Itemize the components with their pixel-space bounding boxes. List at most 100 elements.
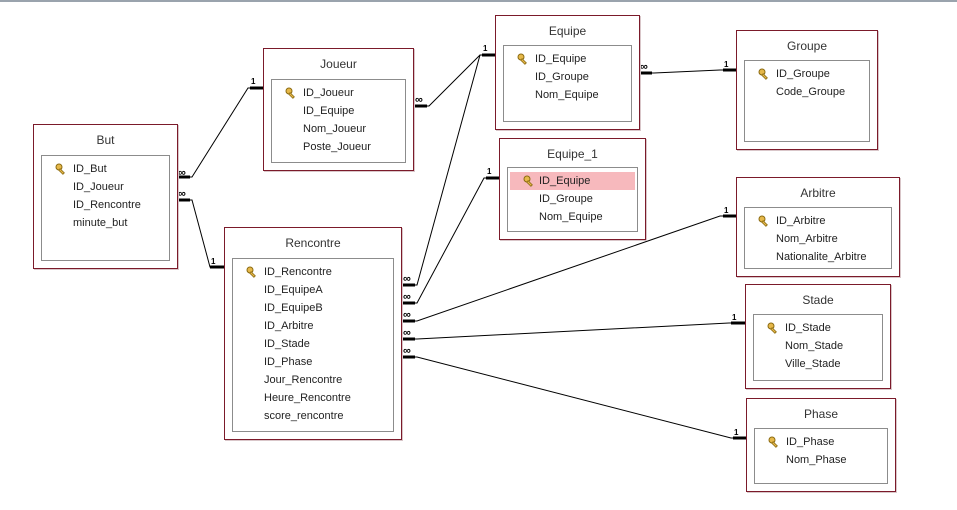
field-row[interactable]: Nom_Joueur <box>272 120 405 138</box>
field-list[interactable]: ID_Rencontre ID_EquipeA ID_EquipeB ID_Ar… <box>232 258 394 432</box>
one-label: 1 <box>211 257 216 266</box>
rel-rencontre-stade <box>401 322 745 340</box>
field-name: ID_Equipe <box>539 175 591 187</box>
field-row[interactable]: ID_Groupe <box>504 68 631 86</box>
field-row[interactable]: ID_Stade <box>754 319 882 337</box>
field-name: Heure_Rencontre <box>264 392 351 404</box>
field-name: ID_Phase <box>786 436 835 448</box>
rel-joueur-equipe <box>413 54 496 107</box>
field-name: ID_Groupe <box>776 68 830 80</box>
key-icon <box>768 436 778 448</box>
field-row[interactable]: Nom_Arbitre <box>745 230 891 248</box>
field-row[interactable]: ID_Phase <box>233 353 393 371</box>
field-name: ID_Equipe <box>303 105 355 117</box>
field-name: ID_Rencontre <box>264 266 332 278</box>
field-name: ID_Joueur <box>73 181 124 193</box>
field-row[interactable]: ID_Groupe <box>508 190 637 208</box>
field-name: Nom_Phase <box>786 454 847 466</box>
window-top-border <box>0 0 957 2</box>
table-phase[interactable]: Phase ID_Phase Nom_Phase <box>746 398 896 492</box>
field-row[interactable]: ID_EquipeB <box>233 299 393 317</box>
field-list[interactable]: ID_Phase Nom_Phase <box>754 428 888 484</box>
table-title: Arbitre <box>800 186 836 200</box>
one-label: 1 <box>724 206 729 215</box>
field-name: ID_Stade <box>264 338 310 350</box>
field-row[interactable]: ID_Equipe <box>504 50 631 68</box>
table-joueur[interactable]: Joueur ID_Joueur ID_Equipe Nom_Joueur Po… <box>263 48 414 171</box>
table-title: Phase <box>803 407 839 421</box>
field-row-selected[interactable]: ID_Equipe <box>510 172 635 190</box>
table-title: Rencontre <box>285 236 341 250</box>
table-title: Groupe <box>786 39 828 53</box>
field-row[interactable]: Nom_Equipe <box>504 86 631 104</box>
field-name: Nom_Equipe <box>539 211 603 223</box>
field-row[interactable]: ID_Equipe <box>272 102 405 120</box>
rel-but-rencontre <box>176 199 224 268</box>
many-label: ∞ <box>403 273 411 285</box>
field-row[interactable]: score_rencontre <box>233 407 393 425</box>
field-list[interactable]: ID_Equipe ID_Groupe Nom_Equipe <box>503 45 632 122</box>
table-equipe-1[interactable]: Equipe_1 ID_Equipe ID_Groupe Nom_Equipe <box>499 138 646 240</box>
field-row[interactable]: ID_Joueur <box>42 178 169 196</box>
field-list[interactable]: ID_Equipe ID_Groupe Nom_Equipe <box>507 167 638 232</box>
field-row[interactable]: ID_But <box>42 160 169 178</box>
table-rencontre[interactable]: Rencontre ID_Rencontre ID_EquipeA ID_Equ… <box>224 227 402 440</box>
table-title: Stade <box>802 293 834 307</box>
field-name: Code_Groupe <box>776 86 846 98</box>
field-row[interactable]: ID_Arbitre <box>233 317 393 335</box>
field-name: ID_Groupe <box>539 193 593 205</box>
field-list[interactable]: ID_But ID_Joueur ID_Rencontre minute_but <box>41 155 170 261</box>
field-row[interactable]: Nom_Equipe <box>508 208 637 226</box>
field-row[interactable]: ID_Arbitre <box>745 212 891 230</box>
field-row[interactable]: minute_but <box>42 214 169 232</box>
field-name: ID_Equipe <box>535 53 587 65</box>
field-row[interactable]: ID_Joueur <box>272 84 405 102</box>
many-label: ∞ <box>403 309 411 321</box>
one-label: 1 <box>251 77 256 86</box>
field-row[interactable]: Nationalite_Arbitre <box>745 248 891 266</box>
table-equipe[interactable]: Equipe ID_Equipe ID_Groupe Nom_Equipe <box>495 15 640 130</box>
field-row[interactable]: ID_Rencontre <box>233 263 393 281</box>
field-name: ID_EquipeA <box>264 284 323 296</box>
field-row[interactable]: ID_Groupe <box>745 65 869 83</box>
one-label: 1 <box>734 428 739 437</box>
field-name: Nationalite_Arbitre <box>776 251 867 263</box>
field-row[interactable]: Nom_Phase <box>755 451 887 469</box>
field-list[interactable]: ID_Groupe Code_Groupe <box>744 60 870 142</box>
many-label: ∞ <box>403 291 411 303</box>
many-label: ∞ <box>178 167 186 179</box>
field-row[interactable]: Nom_Stade <box>754 337 882 355</box>
field-list[interactable]: ID_Arbitre Nom_Arbitre Nationalite_Arbit… <box>744 207 892 269</box>
key-icon <box>758 215 768 227</box>
key-icon <box>246 266 256 278</box>
one-label: 1 <box>724 60 729 69</box>
field-row[interactable]: Jour_Rencontre <box>233 371 393 389</box>
field-name: minute_but <box>73 217 128 229</box>
field-row[interactable]: ID_Phase <box>755 433 887 451</box>
field-name: Ville_Stade <box>785 358 841 370</box>
field-row[interactable]: ID_Stade <box>233 335 393 353</box>
field-list[interactable]: ID_Stade Nom_Stade Ville_Stade <box>753 314 883 381</box>
field-row[interactable]: ID_EquipeA <box>233 281 393 299</box>
field-name: score_rencontre <box>264 410 344 422</box>
table-stade[interactable]: Stade ID_Stade Nom_Stade Ville_Stade <box>745 284 891 389</box>
field-row[interactable]: Ville_Stade <box>754 355 882 373</box>
field-row[interactable]: ID_Rencontre <box>42 196 169 214</box>
field-name: Nom_Stade <box>785 340 844 352</box>
table-but[interactable]: But ID_But ID_Joueur ID_Rencontre minute… <box>33 124 178 269</box>
field-list[interactable]: ID_Joueur ID_Equipe Nom_Joueur Poste_Jou… <box>271 79 406 163</box>
field-row[interactable]: Heure_Rencontre <box>233 389 393 407</box>
table-arbitre[interactable]: Arbitre ID_Arbitre Nom_Arbitre Nationali… <box>736 177 900 277</box>
rel-rencontre-phase <box>401 356 747 439</box>
table-groupe[interactable]: Groupe ID_Groupe Code_Groupe <box>736 30 878 150</box>
table-title: Equipe <box>548 24 587 38</box>
field-name: Nom_Arbitre <box>776 233 838 245</box>
field-name: ID_EquipeB <box>264 302 323 314</box>
key-icon <box>523 175 533 187</box>
rel-rencontre-equipe <box>401 54 496 286</box>
rel-but-joueur <box>176 87 264 178</box>
field-row[interactable]: Code_Groupe <box>745 83 869 101</box>
field-row[interactable]: Poste_Joueur <box>272 138 405 156</box>
many-label: ∞ <box>178 188 186 200</box>
